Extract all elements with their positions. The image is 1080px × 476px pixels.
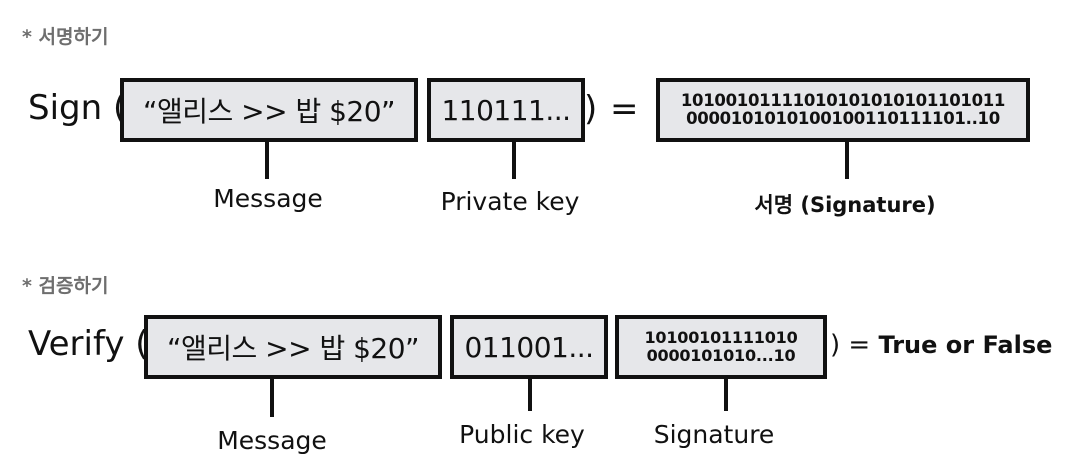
verify-signature-connector	[724, 379, 728, 411]
sign-message-text: “앨리스 >> 밥 $20”	[142, 95, 396, 128]
verify-message-text: “앨리스 >> 밥 $20”	[166, 332, 420, 365]
private-key-label: Private key	[440, 187, 580, 216]
signature-output-line-2: 0000101010100100110111101..10	[686, 109, 1000, 128]
verify-result-value: True or False	[878, 331, 1053, 359]
verify-section-title: * 검증하기	[22, 275, 109, 297]
public-key-text: 011001...	[464, 330, 594, 364]
verify-signature-label: Signature	[653, 420, 775, 449]
signature-output-connector	[845, 142, 849, 179]
public-key-box: 011001...	[450, 315, 608, 379]
private-key-connector	[512, 142, 516, 179]
sign-message-connector	[265, 142, 269, 179]
public-key-label: Public key	[459, 420, 585, 449]
signature-output-line-1: 10100101111010101010101101011	[680, 90, 1006, 110]
verify-close-paren-equals: ) =	[830, 330, 871, 360]
sign-equals: =	[610, 89, 639, 129]
sign-message-box: “앨리스 >> 밥 $20”	[120, 78, 418, 142]
signature-output-label: 서명 (Signature)	[754, 193, 936, 217]
verify-message-label: Message	[217, 426, 327, 455]
verify-signature-line-1: 10100101111010	[644, 328, 798, 348]
verify-result: ) = True or False	[830, 330, 1052, 360]
private-key-box: 110111...	[427, 78, 585, 142]
public-key-connector	[528, 379, 532, 411]
verify-message-connector	[270, 379, 274, 417]
verify-signature-line-2: 0000101010...10	[646, 346, 796, 365]
sign-function-label: Sign (	[28, 88, 127, 128]
signature-output-box: 10100101111010101010101101011 0000101010…	[656, 78, 1030, 142]
verify-message-box: “앨리스 >> 밥 $20”	[144, 315, 442, 379]
verify-signature-box: 10100101111010 0000101010...10	[615, 315, 827, 379]
sign-message-label: Message	[213, 184, 323, 213]
verify-function-label: Verify (	[28, 324, 149, 364]
sign-close-paren: )	[584, 89, 598, 129]
sign-section-title: * 서명하기	[22, 26, 109, 48]
private-key-text: 110111...	[441, 93, 571, 127]
